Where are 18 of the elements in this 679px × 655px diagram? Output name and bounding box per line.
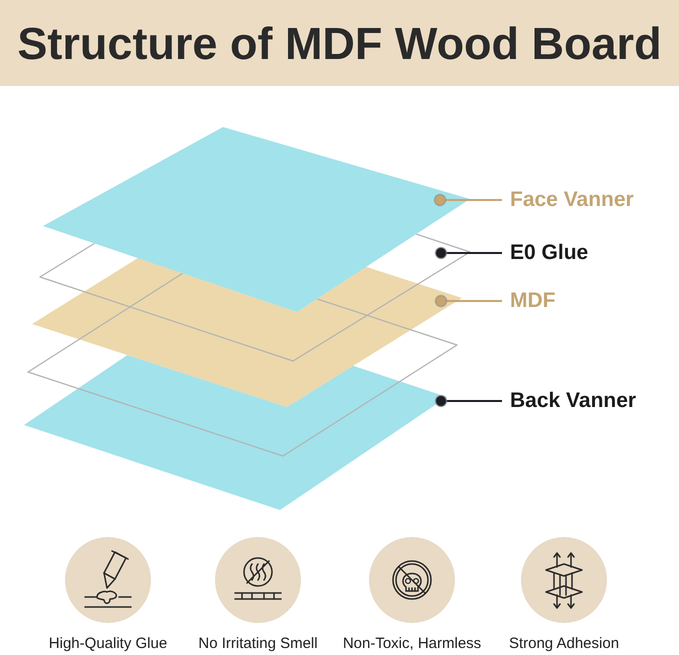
leader-line [434,246,502,260]
glue-layer [39,234,471,362]
callout-label: Back Vanner [502,388,636,414]
glue-layer [27,272,458,457]
mdf-board [32,258,462,407]
title: Structure of MDF Wood Board [17,20,662,66]
feature-caption: No Irritating Smell [198,635,318,653]
leader-line [434,294,502,308]
feature-caption: Non-Toxic, Harmless [342,635,482,653]
leader-line [434,194,502,206]
feature-caption: High-Quality Glue [48,635,168,653]
leader-line [434,394,502,408]
veneer-sheet [24,355,447,510]
veneer-sheet [43,127,470,312]
callout-label: Face Vanner [502,187,634,213]
callout-label: MDF [502,288,556,314]
callout-label: E0 Glue [502,240,588,266]
feature-caption: Strong Adhesion [508,635,620,653]
